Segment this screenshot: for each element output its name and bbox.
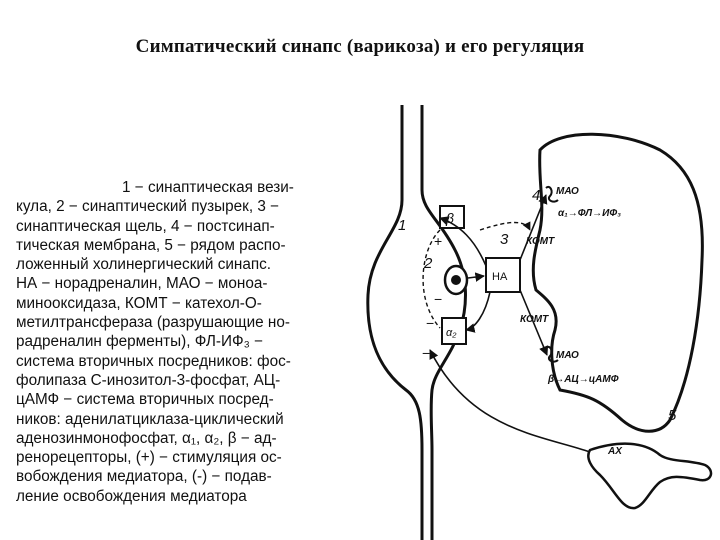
beta-chain-label: β→АЦ→цАМФ [547,374,619,385]
legend-line: ников: аденилатциклаза-циклический [16,410,346,429]
ax-label: АХ [607,446,623,457]
legend-line: тическая мембрана, 5 − рядом распо- [16,236,346,255]
mao-bottom-label: МАО [556,350,579,361]
plus-sign: + [434,233,442,249]
acetylcholine-arrow [430,350,590,452]
vesicle-core [451,275,461,285]
legend-line: система вторичных посредников: фос- [16,352,346,371]
postsynaptic-cell [533,134,702,431]
arrow-na-to-alpha2 [466,292,490,330]
legend-line: 1 − синаптическая вези- [16,178,346,197]
legend-line: синаптическая щель, 4 − постсинап- [16,217,346,236]
minus-sign-3: − [422,345,430,361]
label-3: 3 [500,231,509,248]
minus-sign-2: − [426,315,434,331]
mao-top-label: МАО [556,186,579,197]
alpha2-label: α₂ [446,327,457,339]
arrow-na-to-alpha1 [520,195,546,260]
dashed-top-arrow [480,223,530,231]
komt-mid-label: КОМТ [520,314,549,325]
page-title: Симпатический синапс (варикоза) и его ре… [0,36,720,58]
legend-line: метилтрансфераза (разрушающие но- [16,313,346,332]
axon-left-wall [368,105,422,540]
arrow-vesicle-to-na [468,276,484,278]
legend-line: НА − норадреналин, МАО − моноа- [16,274,346,293]
na-label: НА [492,271,508,283]
label-1: 1 [398,217,406,234]
legend-line: ренорецепторы, (+) − стимуляция ос- [16,448,346,467]
legend-line: фолипаза С-инозитол-3-фосфат, АЦ- [16,371,346,390]
legend-line: радреналин ферменты), ФЛ-ИФ₃ − [16,332,346,351]
alpha1-chain-label: α₁→ФЛ→ИФ₃ [558,208,621,219]
label-5: 5 [668,407,677,424]
label-4: 4 [532,187,540,204]
legend-line: ление освобождения медиатора [16,487,346,506]
minus-sign-1: − [434,291,442,307]
legend-line: минооксидаза, КОМТ − катехол-О- [16,294,346,313]
legend-line: цАМФ − система вторичных посред- [16,390,346,409]
synapse-diagram: β α₂ НА 1 2 3 4 5 + − − − МАО α₁→ФЛ→ИФ₃ [360,90,720,540]
komt-top-label: КОМТ [526,236,555,247]
legend-text: 1 − синаптическая вези- кула, 2 − синапт… [16,178,346,506]
legend-line: кула, 2 − синаптический пузырек, 3 − [16,197,346,216]
cholinergic-terminal [588,444,711,508]
legend-line: вобождения медиатора, (-) − подав- [16,467,346,486]
legend-line: ложенный холинергический синапс. [16,255,346,274]
legend-line: аденозинмонофосфат, α₁, α₂, β − ад- [16,429,346,448]
label-2: 2 [423,255,433,272]
